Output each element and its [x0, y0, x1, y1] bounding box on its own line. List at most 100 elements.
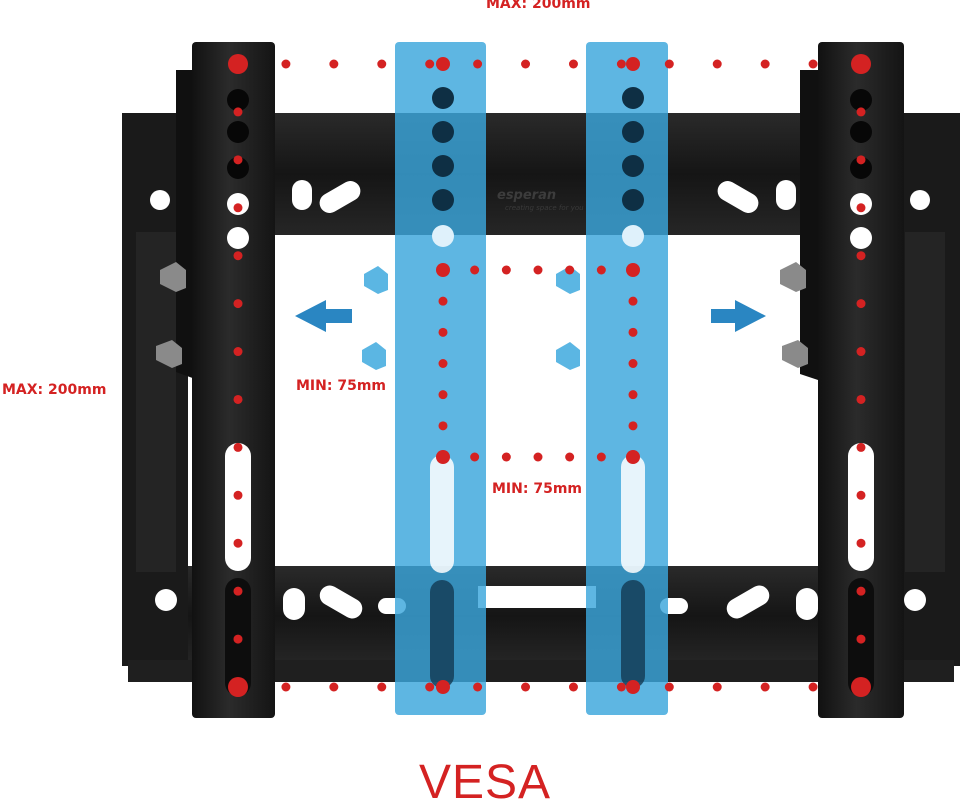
blue-bracket-right-holes	[622, 87, 644, 247]
min-guide-dot	[628, 421, 638, 431]
plate-hole	[904, 589, 926, 611]
min-corner-dot	[436, 450, 450, 464]
min-guide-dot	[438, 421, 448, 431]
max-guide-dot	[329, 59, 339, 69]
blue-bracket-left-slot	[430, 455, 454, 573]
blue-bracket-left-body	[395, 42, 486, 715]
min-guide-dot	[438, 390, 448, 400]
max-guide-dot	[425, 59, 435, 69]
bracket-hole-dot	[436, 57, 450, 71]
vesa-caption: VESA	[418, 756, 552, 809]
bracket-hole-dot	[626, 680, 640, 694]
max-guide-dot	[856, 490, 866, 500]
min-horizontal-label: MIN: 75mm	[296, 378, 386, 394]
max-guide-dot	[616, 59, 626, 69]
max-guide-dot	[568, 59, 578, 69]
max-vertical-label: MAX: 200mm	[2, 382, 107, 398]
brand-logo-text: esperan	[497, 188, 557, 203]
plate-hole	[155, 589, 177, 611]
left-arm-slot	[225, 443, 251, 571]
max-guide-dot	[521, 59, 531, 69]
blue-bracket-right-body	[586, 42, 668, 715]
brand-tagline: creating space for you	[505, 204, 584, 212]
max-guide-dot	[233, 394, 243, 404]
min-guide-dot	[501, 265, 511, 275]
max-guide-dot	[808, 682, 818, 692]
blue-bracket-bolt	[364, 266, 388, 294]
max-horizontal-label: MAX: 200mm	[486, 0, 591, 12]
min-guide-dot	[470, 452, 480, 462]
max-guide-dot	[233, 490, 243, 500]
measurement-guides	[228, 54, 871, 697]
min-corner-dot	[626, 263, 640, 277]
max-guide-dot	[712, 59, 722, 69]
min-guide-dot	[628, 390, 638, 400]
bracket-hole-dot	[436, 680, 450, 694]
max-guide-dot	[425, 682, 435, 692]
right-arm-slot	[848, 443, 874, 571]
blue-bracket-bolt	[362, 342, 386, 370]
max-guide-dot	[281, 59, 291, 69]
arrow-right-icon	[711, 300, 766, 332]
max-guide-dot	[473, 682, 483, 692]
right-vertical-arm	[780, 42, 904, 718]
blue-bracket-left-slot	[430, 580, 454, 688]
min-guide-dot	[438, 296, 448, 306]
bracket-hole-dot	[626, 57, 640, 71]
min-guide-dot	[628, 327, 638, 337]
min-guide-dot	[565, 452, 575, 462]
max-guide-dot	[856, 251, 866, 261]
max-guide-dot	[233, 203, 243, 213]
max-guide-dot	[233, 586, 243, 596]
max-guide-dot	[856, 347, 866, 357]
max-guide-dot	[664, 59, 674, 69]
left-arm-bolt	[156, 340, 182, 368]
blue-bracket-left	[362, 42, 486, 715]
min-guide-dot	[438, 327, 448, 337]
min-guide-dot	[501, 452, 511, 462]
blue-bracket-right-slot	[621, 580, 645, 688]
max-guide-dot	[856, 442, 866, 452]
right-arm-bolt	[782, 340, 808, 368]
wall-plate	[122, 113, 960, 682]
right-arm-body	[818, 42, 904, 718]
max-corner-dot	[851, 54, 871, 74]
max-guide-dot	[856, 538, 866, 548]
max-guide-dot	[377, 682, 387, 692]
plate-slot	[717, 181, 759, 213]
blue-bracket-bolt	[556, 266, 580, 294]
left-arm-bolt	[160, 262, 186, 292]
min-guide-dot	[628, 359, 638, 368]
blue-bracket-right-slot	[621, 455, 645, 573]
min-guide-dot	[470, 265, 480, 275]
max-guide-dot	[856, 586, 866, 596]
right-arm-bolt	[780, 262, 806, 292]
max-guide-dot	[233, 107, 243, 117]
left-vertical-arm	[156, 42, 275, 718]
blue-bracket-right	[556, 42, 668, 715]
max-guide-dot	[233, 347, 243, 357]
left-arm-body	[192, 42, 275, 718]
max-guide-dot	[856, 203, 866, 213]
min-corner-dot	[626, 450, 640, 464]
max-guide-dot	[760, 682, 770, 692]
min-guide-dot	[438, 359, 448, 368]
blue-bracket-bolt	[556, 342, 580, 370]
min-guide-dot	[596, 452, 606, 462]
max-guide-dot	[856, 155, 866, 165]
arrow-left-icon	[295, 300, 352, 332]
min-guide-dot	[596, 265, 606, 275]
plate-hole	[910, 190, 930, 210]
plate-center-slot	[478, 586, 596, 608]
min-corner-dot	[436, 263, 450, 277]
max-guide-dot	[760, 59, 770, 69]
max-guide-dot	[233, 442, 243, 452]
max-guide-dot	[856, 299, 866, 309]
plate-slot	[796, 588, 818, 620]
max-guide-dot	[664, 682, 674, 692]
max-guide-dot	[233, 634, 243, 644]
max-guide-dot	[712, 682, 722, 692]
max-guide-dot	[473, 59, 483, 69]
wall-plate-inner-lip-right	[905, 232, 945, 572]
